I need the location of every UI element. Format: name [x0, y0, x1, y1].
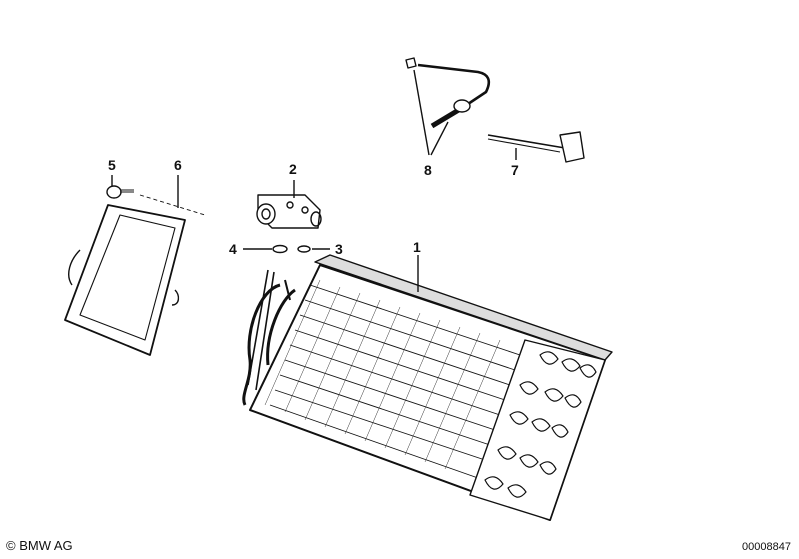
housing-cover-part [64, 175, 206, 356]
o-ring-part [297, 245, 330, 253]
callout-5: 5 [108, 157, 116, 173]
evaporator-core-part [242, 254, 613, 521]
callout-6: 6 [174, 157, 182, 173]
drawing-number: 00008847 [742, 541, 791, 553]
callout-7: 7 [511, 162, 519, 178]
callout-4: 4 [229, 241, 237, 257]
capillary-tube-part [405, 57, 491, 156]
callout-8: 8 [424, 162, 432, 178]
callout-1: 1 [413, 239, 421, 255]
expansion-valve-part [256, 180, 322, 229]
callout-3: 3 [335, 241, 343, 257]
temperature-sensor-part [487, 131, 585, 163]
screw-part [106, 175, 134, 199]
callout-2: 2 [289, 161, 297, 177]
copyright-label: © BMW AG [6, 538, 73, 553]
o-ring-part [243, 244, 288, 254]
